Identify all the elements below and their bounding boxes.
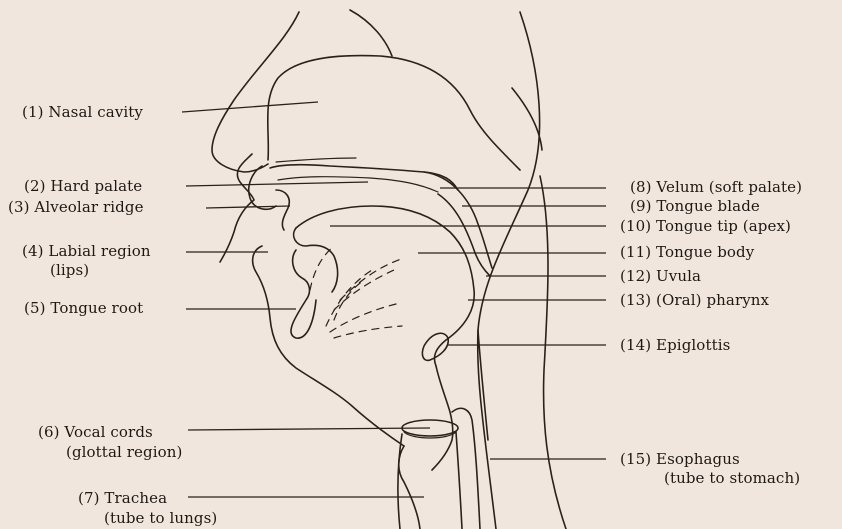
nasal-septum-line xyxy=(276,158,356,162)
label-esophagus-sub: (tube to stomach) xyxy=(664,470,800,486)
label-hard-palate: (2) Hard palate xyxy=(24,178,142,194)
label-vocal-cords-sub: (glottal region) xyxy=(66,444,182,460)
tongue-muscle-lines xyxy=(310,246,404,338)
esophagus-front xyxy=(452,408,480,529)
label-tongue-root: (5) Tongue root xyxy=(24,300,143,316)
trachea-tube-back xyxy=(456,432,462,529)
label-alveolar-ridge: (3) Alveolar ridge xyxy=(8,199,144,215)
larynx-front xyxy=(399,446,420,529)
trachea-tube-front xyxy=(398,434,402,529)
larynx-back xyxy=(432,366,453,470)
label-tongue-body: (11) Tongue body xyxy=(620,244,754,260)
neck-back-line xyxy=(540,176,566,529)
label-epiglottis: (14) Epiglottis xyxy=(620,337,730,353)
label-tongue-blade: (9) Tongue blade xyxy=(630,198,760,214)
label-labial-region: (4) Labial region xyxy=(22,243,151,259)
nasal-cavity-outline xyxy=(268,56,520,170)
palate-inner xyxy=(278,177,438,192)
label-trachea-sub: (tube to lungs) xyxy=(104,510,217,526)
head-back-curve xyxy=(512,88,542,150)
label-oral-pharynx: (13) (Oral) pharynx xyxy=(620,292,769,308)
skull-back-line xyxy=(350,10,392,56)
leader-lines-right xyxy=(330,188,606,459)
tongue-tip xyxy=(294,228,338,292)
label-velum: (8) Velum (soft palate) xyxy=(630,179,802,195)
upper-teeth xyxy=(276,190,289,230)
lower-teeth xyxy=(291,250,316,338)
label-trachea: (7) Trachea xyxy=(78,490,167,506)
nose-profile xyxy=(212,12,299,172)
label-nasal-cavity: (1) Nasal cavity xyxy=(22,104,143,120)
vocal-cords-ring-lower xyxy=(404,432,456,438)
label-labial-region-sub: (lips) xyxy=(50,262,89,278)
pharynx-back-wall xyxy=(478,12,540,529)
label-vocal-cords: (6) Vocal cords xyxy=(38,424,153,440)
label-esophagus: (15) Esophagus xyxy=(620,451,740,467)
label-uvula: (12) Uvula xyxy=(620,268,701,284)
upper-lip xyxy=(249,166,276,209)
label-tongue-tip: (10) Tongue tip (apex) xyxy=(620,218,791,234)
